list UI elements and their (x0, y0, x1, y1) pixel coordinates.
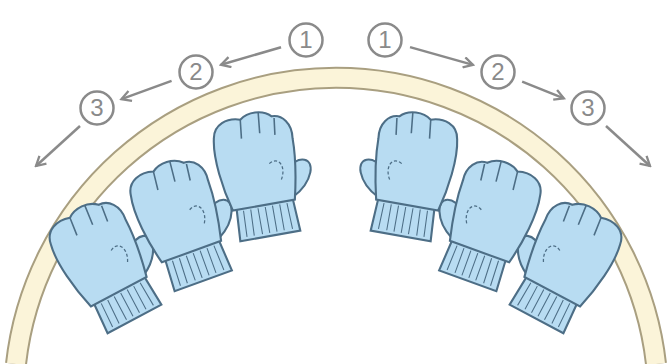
callout-number: 2 (480, 54, 516, 90)
glove-right-1 (350, 105, 462, 243)
motion-arrow (121, 81, 171, 99)
callout-number: 3 (570, 90, 606, 126)
motion-arrow (221, 47, 281, 64)
motion-arrow (606, 126, 650, 166)
callout-number: 3 (79, 90, 115, 126)
tube-outline (16, 78, 656, 364)
callout-circle: 2 (480, 54, 516, 90)
motion-arrow (522, 82, 564, 99)
callout-circle: 3 (570, 90, 606, 126)
callout-circle: 1 (367, 22, 403, 58)
motion-arrow (36, 126, 80, 166)
callout-number: 1 (367, 22, 403, 58)
callout-number: 2 (178, 54, 214, 90)
tube (16, 78, 656, 364)
glove-left-1 (209, 105, 321, 243)
callout-circle: 2 (178, 54, 214, 90)
callout-circle: 3 (79, 90, 115, 126)
callout-circle: 1 (288, 22, 324, 58)
motion-arrow (410, 47, 473, 65)
callout-number: 1 (288, 22, 324, 58)
